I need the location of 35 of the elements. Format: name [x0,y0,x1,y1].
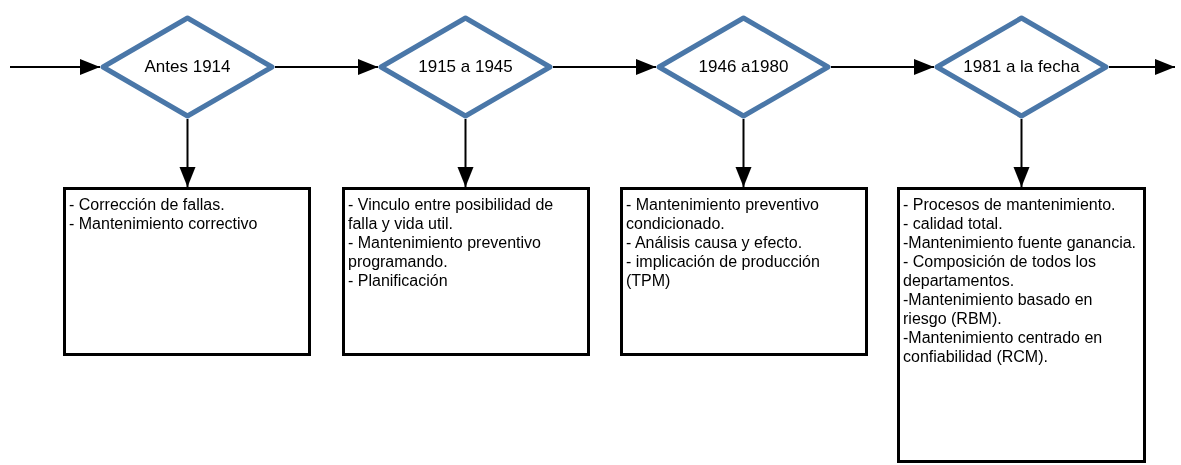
text-box [897,187,1146,463]
bullet-text: - Procesos de mantenimiento. [903,195,1117,214]
bullet-text: -Mantenimiento basado en riesgo (RBM). [903,290,1094,328]
bullet-text: - Corrección de fallas. [69,195,226,214]
arrow [1108,59,1176,75]
arrow [274,59,379,75]
bullet-text: - Mantenimiento correctivo [69,214,259,233]
bullet-text: - Planificación [348,271,449,290]
text-box [620,187,868,356]
bullet-text: -Mantenimiento fuente ganancia. [903,233,1138,252]
bullet-text: - Composición de todos los departamentos. [903,252,1097,290]
diamond-node [934,15,1109,119]
period-label: Antes 1914 [144,56,231,79]
arrow [179,118,196,188]
bullet-text: - implicación de producción (TPM) [626,252,821,290]
bullet-text: - Mantenimiento preventivo condicionado. [626,195,820,233]
text-box [342,187,590,356]
bullet-text: -Mantenimiento centrado en confiabilidad (RCM). [903,328,1104,366]
arrow [1013,118,1030,188]
text-box [63,187,311,356]
diamond-node [100,15,275,119]
diamond-node [378,15,553,119]
arrow [830,59,935,75]
period-label: 1915 a 1945 [418,56,513,79]
period-label: 1946 a1980 [698,56,789,79]
arrow [457,118,474,188]
period-label: 1981 a la fecha [963,56,1080,79]
bullet-text: - Vinculo entre posibilidad de falla y vida util. [348,195,555,233]
bullet-text: - Análisis causa y efecto. [626,233,804,252]
arrow [552,59,657,75]
arrow [735,118,752,188]
diamond-node [656,15,831,119]
arrow [9,59,101,75]
bullet-text: - calidad total. [903,214,1004,233]
bullet-text: - Mantenimiento preventivo programando. [348,233,542,271]
